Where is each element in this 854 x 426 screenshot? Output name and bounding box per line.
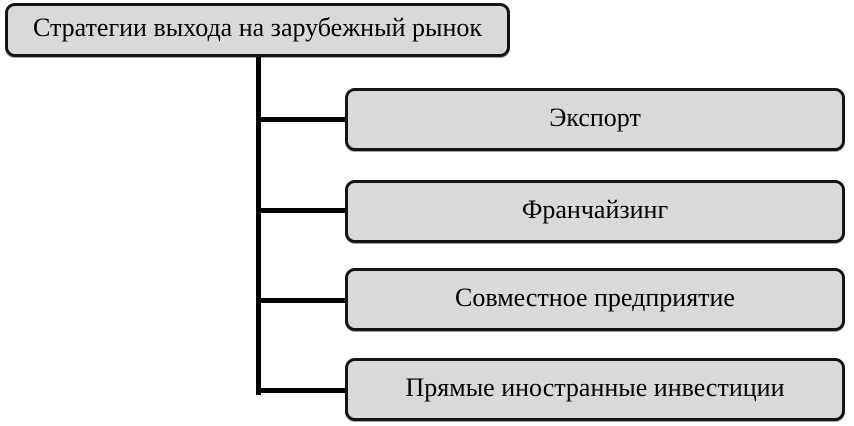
child-node-box-foreign-direct-investment: Прямые иностранные инвестиции: [345, 358, 845, 421]
connector-branch-line: [258, 117, 345, 122]
child-node-label: Франчайзинг: [521, 194, 669, 224]
connector-branch-line: [258, 388, 345, 393]
child-node-label: Прямые иностранные инвестиции: [405, 372, 785, 402]
connector-trunk-line: [256, 57, 261, 395]
child-node-box-export: Экспорт: [345, 88, 845, 151]
child-node-box-joint-venture: Совместное предприятие: [345, 268, 845, 331]
root-node-label: Стратегии выхода на зарубежный рынок: [33, 13, 482, 42]
child-node-label: Экспорт: [549, 102, 641, 132]
connector-branch-line: [258, 298, 345, 303]
root-node-box: Стратегии выхода на зарубежный рынок: [5, 3, 510, 57]
child-node-box-franchising: Франчайзинг: [345, 180, 845, 243]
child-node-label: Совместное предприятие: [455, 282, 735, 312]
connector-branch-line: [258, 208, 345, 213]
